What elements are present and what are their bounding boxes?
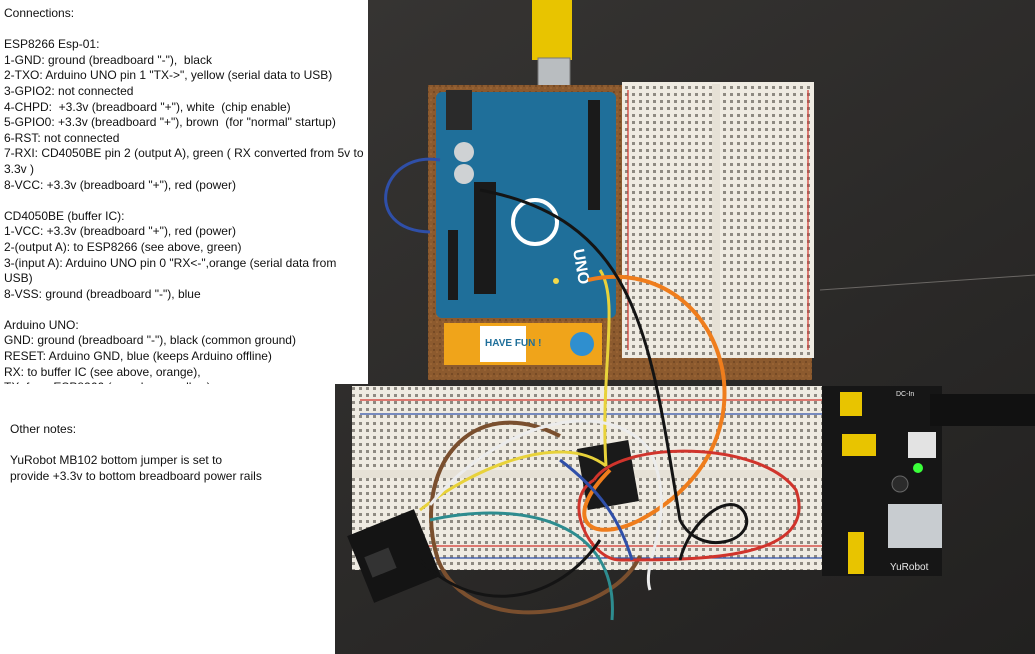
note-line: GND: ground (breadboard "-"), black (com… (4, 333, 296, 348)
esp8266-module (347, 509, 441, 603)
wire-brown (429, 420, 642, 615)
note-line: Connections: (4, 6, 75, 20)
note-line: 3-(input A): Arduino UNO pin 0 "RX<-",or… (4, 255, 340, 286)
sticker-text: HAVE FUN ! (485, 338, 541, 349)
note-line: 2-(output A): to ESP8266 (see above, gre… (4, 239, 242, 254)
other-notes: Other notes: YuRobot MB102 bottom jumper … (0, 384, 335, 654)
note-line: 1-VCC: +3.3v (breadboard "+"), red (powe… (4, 224, 236, 239)
note-line: ESP8266 Esp-01: (4, 37, 100, 52)
yurobot-label: YuRobot (890, 562, 929, 573)
note-line: 1-GND: ground (breadboard "-"), black (4, 52, 212, 67)
wire-red (577, 449, 801, 562)
led (553, 278, 559, 284)
wire-green (429, 511, 614, 621)
note-line: 5-GPIO0: +3.3v (breadboard "+"), brown (… (4, 115, 336, 130)
uno-label: UNO (569, 248, 592, 286)
sticker-circle (570, 332, 594, 356)
capacitor (454, 164, 474, 184)
sticker-panel (480, 326, 526, 362)
wire-orange (582, 274, 727, 532)
note-line (4, 193, 368, 209)
atmega-chip (474, 182, 496, 294)
esp8266-chip (364, 547, 397, 578)
stray-wire (819, 274, 1035, 291)
note-line: CD4050BE (buffer IC): (4, 208, 125, 223)
capacitor (891, 475, 909, 493)
note-line (4, 302, 368, 318)
wire-blue-reset (384, 157, 441, 234)
wire-white (428, 419, 663, 591)
power-switch (908, 432, 936, 458)
jumper (848, 532, 864, 574)
dc-cable (930, 394, 1035, 426)
note-line (4, 22, 368, 38)
note-line: 8-VCC: +3.3v (breadboard "+"), red (powe… (4, 177, 236, 192)
wire-yellow (598, 269, 611, 467)
note-line: 6-RST: not connected (4, 130, 120, 145)
dc-jack (446, 90, 472, 130)
note-line (10, 438, 335, 454)
note-line: Other notes: (10, 422, 77, 436)
usb-cable (532, 0, 572, 60)
header-pins (448, 230, 458, 300)
wire-black (479, 188, 748, 561)
note-line: RX: to buffer IC (see above, orange), (4, 364, 201, 379)
note-line: 2-TXO: Arduino UNO pin 1 "TX->", yellow … (4, 68, 333, 83)
note-line: 4-CHPD: +3.3v (breadboard "+"), white (c… (4, 99, 291, 114)
usb-port (888, 504, 942, 548)
breadboard-channel (712, 84, 720, 356)
wire-black (418, 539, 602, 598)
note-line: 8-VSS: ground (breadboard "-"), blue (4, 286, 201, 301)
arduino-logo (511, 198, 559, 246)
note-line: RESET: Arduino GND, blue (keeps Arduino … (4, 349, 272, 364)
note-line: 7-RXI: CD4050BE pin 2 (output A), green … (4, 146, 367, 176)
wire-blue (559, 458, 634, 561)
capacitor (454, 142, 474, 162)
connections-notes: Connections: ESP8266 Esp-01:1-GND: ground… (0, 0, 368, 394)
jumper (842, 434, 876, 456)
note-line: provide +3.3v to bottom breadboard power… (10, 468, 262, 483)
jumper (840, 392, 862, 416)
header-pins (588, 100, 600, 210)
power-led (913, 463, 923, 473)
note-line: 3-GPIO2: not connected (4, 83, 134, 98)
dc-in-label: DC-In (896, 391, 914, 398)
note-line: Arduino UNO: (4, 317, 79, 332)
note-line: YuRobot MB102 bottom jumper is set to (10, 453, 223, 468)
